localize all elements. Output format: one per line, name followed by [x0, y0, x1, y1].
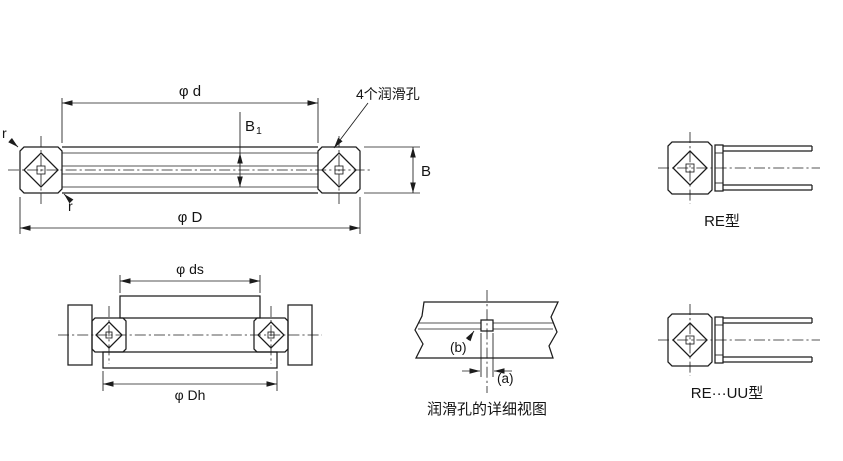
callout-b: (b)	[450, 330, 475, 355]
inner-ring-extension	[723, 317, 813, 363]
dim-label-bore: φ d	[179, 83, 201, 100]
detail-label-a: (a)	[497, 371, 514, 386]
crossed-roller	[672, 150, 708, 186]
roller-core-right	[334, 165, 344, 175]
crossed-roller	[672, 322, 708, 358]
roller-core	[685, 163, 695, 173]
ring-section-left	[91, 317, 127, 353]
side-plate	[714, 144, 724, 192]
housing-base	[102, 351, 278, 369]
roller-core	[685, 335, 695, 345]
ring-section-right	[317, 146, 361, 194]
detail-caption: 润滑孔的详细视图	[427, 401, 547, 418]
re-uu-type-view: RE···UU型	[658, 304, 820, 402]
lube-holes-label: 4个润滑孔	[356, 86, 420, 102]
shaft-clamp	[119, 295, 261, 319]
lube-hole-detail-view: (b) (a) 润滑孔的详细视图	[414, 290, 559, 418]
roller-core-right	[267, 331, 275, 339]
crossed-roller-left	[95, 321, 123, 349]
dimension-outer-diameter: φ D	[19, 197, 361, 234]
dimension-housing-dia: φ Dh	[102, 371, 278, 403]
detail-label-b: (b)	[450, 340, 467, 355]
dim-label-shaft-dia: φ ds	[176, 261, 204, 277]
radius-label-inner: r	[68, 198, 73, 214]
ring-section	[667, 313, 713, 367]
ring-section-right	[253, 317, 289, 353]
ring-break-section	[414, 301, 559, 359]
dimension-bore-diameter: φ d	[61, 83, 319, 143]
dim-label-b1: B	[245, 118, 255, 135]
dim-label-b1-subscript: 1	[256, 125, 262, 137]
leader-line	[333, 102, 369, 149]
leader-line	[465, 330, 475, 342]
dimension-shaft-dia: φ ds	[119, 261, 261, 293]
crossed-roller-right	[257, 321, 285, 349]
crossed-roller-right	[321, 152, 357, 188]
dimension-width-b: B	[364, 146, 431, 194]
mounting-view: φ ds φ Dh	[58, 261, 322, 403]
side-plate-seal	[714, 316, 724, 364]
lube-hole	[480, 319, 494, 332]
ring-section	[667, 141, 713, 195]
dimension-a: (a)	[462, 333, 514, 386]
roller-core-left	[36, 165, 46, 175]
dim-label-outer: φ D	[178, 209, 203, 226]
roller-core-left	[105, 331, 113, 339]
ring-section-left	[19, 146, 63, 194]
re-uu-type-caption: RE···UU型	[691, 385, 764, 402]
dim-label-width: B	[421, 163, 431, 180]
inner-ring-extension	[723, 145, 813, 191]
crossed-roller-left	[23, 152, 59, 188]
leader-line	[8, 137, 19, 148]
main-cross-section-view: φ d B 1 4个润滑孔 B φ D r	[2, 83, 431, 234]
radius-callout-inner: r	[63, 193, 74, 214]
radius-callout-outer: r	[2, 125, 19, 148]
dim-label-housing-dia: φ Dh	[175, 387, 206, 403]
radius-label-outer: r	[2, 125, 7, 141]
dimension-b1: B 1	[237, 112, 262, 187]
re-type-view: RE型	[658, 132, 820, 230]
re-type-caption: RE型	[704, 213, 740, 230]
lube-holes-callout: 4个润滑孔	[333, 86, 420, 149]
leader-line	[63, 193, 74, 204]
